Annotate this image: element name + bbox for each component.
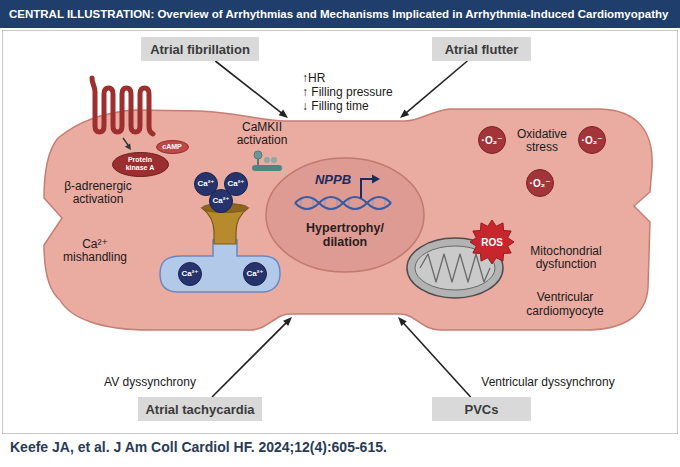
connector-label: Ventricular dyssynchrony: [481, 376, 614, 390]
connector-line: [212, 323, 286, 397]
connector-line: [403, 323, 470, 397]
ellipse-shape: [112, 152, 168, 176]
mechanism-label: β-adrenergic activation: [52, 180, 144, 206]
node-label: Atrial fibrillation: [150, 42, 250, 57]
node-label: PVCs: [465, 402, 499, 417]
arrhythmia-box: Atrial flutter: [432, 37, 531, 61]
hemodynamic-note: ↑HR: [302, 72, 325, 85]
superoxide-ion: ·O₂⁻: [526, 169, 554, 197]
figure-title: CENTRAL ILLUSTRATION: Overview of Arrhyt…: [9, 0, 668, 28]
node-label: cAMP: [162, 143, 181, 151]
arrowhead: [398, 317, 407, 326]
node-label: ROS: [481, 237, 503, 248]
connector-line: [406, 61, 467, 113]
cristae: [420, 254, 490, 282]
arrow-connector: [215, 61, 288, 118]
mechanism-label: Mitochondrial dysfunction: [522, 245, 610, 271]
node-label: Ca²⁺: [246, 270, 263, 279]
calcium-ion: Ca²⁺: [178, 262, 202, 286]
circle-shape: [579, 127, 606, 154]
hemodynamic-note: ↓ Filling time: [302, 100, 369, 113]
sarcoplasmic-reticulum: [160, 240, 280, 292]
dna-strand: [295, 197, 391, 209]
mechanism-label: Oxidative stress: [511, 128, 573, 154]
starburst-shape: [470, 220, 514, 264]
transcription-arrowhead: [372, 175, 380, 184]
protein-kinase: Protein kinase A: [112, 152, 169, 177]
figure-frame: [3, 31, 678, 434]
connector-line: [215, 61, 281, 113]
node-label: Ca²⁺: [197, 180, 214, 189]
circle-shape: [179, 263, 202, 286]
mechanism-label: CaMKII activation: [227, 121, 297, 147]
circle-shape: [479, 127, 506, 154]
arrhythmia-box: PVCs: [432, 397, 531, 421]
figure-caption: Keefe JA, et al. J Am Coll Cardiol HF. 2…: [10, 439, 387, 456]
beta-receptor: [92, 78, 153, 134]
node-label: NPPB: [315, 172, 351, 187]
cardiomyocyte-cell: Ventricular cardiomyocyte NPPB Hypertroph…: [36, 96, 664, 340]
camkii-head: [254, 151, 262, 159]
node-label: ·O₂⁻: [582, 135, 603, 146]
node-label: Ca²⁺: [212, 197, 229, 206]
camkii-subunit: [264, 157, 270, 163]
calcium-channel: [202, 208, 248, 244]
node-label: ·O₂⁻: [482, 135, 503, 146]
cell-outline: [44, 109, 652, 330]
arrowhead: [279, 110, 288, 118]
arrowhead: [400, 109, 409, 118]
dna-strand: [295, 197, 391, 209]
node-label: Atrial tachycardia: [145, 402, 254, 417]
nucleus-outline: [266, 158, 424, 272]
signal-arrowhead: [125, 143, 131, 150]
calcium-ion: Ca²⁺: [243, 262, 267, 286]
node-label: Atrial flutter: [445, 42, 519, 57]
circle-shape: [210, 190, 233, 213]
node-label: Ventricular cardiomyocyte: [515, 291, 615, 319]
arrowhead: [283, 317, 292, 326]
node-label: Ca²⁺: [181, 270, 198, 279]
ros-burst: ROS: [469, 219, 515, 265]
hemodynamic-note: ↑ Filling pressure: [302, 86, 393, 99]
circle-shape: [244, 263, 267, 286]
circle-shape: [527, 170, 554, 197]
connector-label: AV dyssynchrony: [104, 376, 196, 390]
node-label: Hypertrophy/ dilation: [289, 221, 401, 250]
arrhythmia-box: Atrial tachycardia: [138, 397, 261, 421]
node-label: Ca²⁺: [227, 180, 244, 189]
superoxide-ion: ·O₂⁻: [478, 126, 506, 154]
node-label: ·O₂⁻: [530, 178, 551, 189]
ellipse-shape: [156, 141, 188, 154]
signal-arrow: [123, 138, 128, 145]
node-label: Protein kinase A: [122, 156, 158, 171]
dna-rungs: [301, 200, 385, 206]
title-bar: CENTRAL ILLUSTRATION: Overview of Arrhyt…: [0, 0, 680, 28]
camp-molecule: cAMP: [156, 140, 189, 154]
arrhythmia-box: Atrial fibrillation: [141, 37, 259, 61]
nucleus: NPPB Hypertrophy/ dilation: [265, 157, 425, 273]
superoxide-ion: ·O₂⁻: [578, 126, 606, 154]
transcription-arrow: [361, 179, 373, 198]
camkii-subunit: [271, 157, 277, 163]
calcium-ion: Ca²⁺: [209, 189, 233, 213]
camkii-bar: [252, 165, 282, 171]
mechanism-label: Ca²⁺ mishandling: [54, 238, 136, 264]
